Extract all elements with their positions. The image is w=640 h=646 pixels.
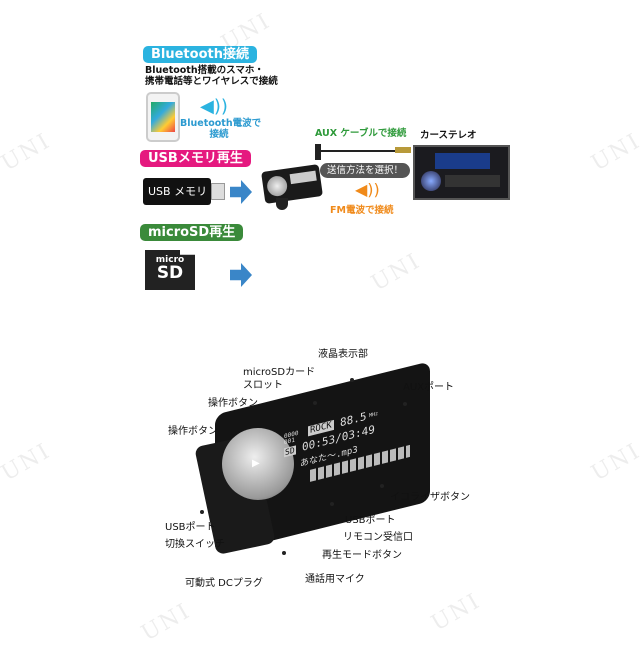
bluetooth-wave-label: Bluetooth電波で <box>180 118 262 129</box>
label-usb-switch: USBポート <box>165 522 216 533</box>
label-mic: 通話用マイク <box>305 574 365 585</box>
aux-plug-icon <box>315 144 321 160</box>
watermark: UNI <box>587 438 640 487</box>
label-sd-slot: microSDカード <box>243 367 316 378</box>
microsd-badge: microSD再生 <box>140 224 244 241</box>
callout-dot <box>313 401 317 405</box>
label-usb-port: USBポート <box>345 515 396 526</box>
label-lcd: 液晶表示部 <box>318 349 368 360</box>
arrow-right-icon <box>230 263 252 287</box>
bluetooth-desc: 携帯電話等とワイヤレスで接続 <box>145 76 278 87</box>
watermark: UNI <box>427 588 486 637</box>
label-remote: リモコン受信口 <box>343 532 413 543</box>
label-sd-slot: スロット <box>243 380 283 391</box>
label-aux-port: AUXポート <box>403 382 455 393</box>
watermark: UNI <box>137 598 196 646</box>
callout-dot <box>200 510 204 514</box>
select-method-pill: 送信方法を選択！ <box>320 163 410 178</box>
dc-plug-icon <box>276 198 288 210</box>
callout-dot <box>282 551 286 555</box>
aux-plug-icon <box>395 147 411 153</box>
watermark: UNI <box>587 128 640 177</box>
aux-cable <box>318 150 404 152</box>
callout-dot <box>350 378 354 382</box>
bluetooth-desc: Bluetooth搭載のスマホ・ <box>145 65 264 76</box>
usb-badge: USBメモリ再生 <box>140 150 251 167</box>
callout-dot <box>330 502 334 506</box>
usb-stick: USB メモリ <box>143 178 211 205</box>
label-dc-plug: 可動式 DCプラグ <box>185 578 263 589</box>
watermark: UNI <box>0 438 56 487</box>
callout-dot <box>403 402 407 406</box>
watermark: UNI <box>0 128 56 177</box>
bluetooth-wave-icon: ◀)) <box>200 96 228 117</box>
aux-label: AUX ケーブルで接続 <box>315 128 407 139</box>
bluetooth-wave-label: 接続 <box>209 129 229 140</box>
bluetooth-badge: Bluetooth接続 <box>143 46 257 63</box>
smartphone-icon <box>146 92 180 142</box>
fm-wave-icon: ◀)) <box>355 180 380 199</box>
label-op-button: 操作ボタン <box>208 398 258 409</box>
label-eq-button: イコライザボタン <box>390 492 470 503</box>
label-play-mode: 再生モードボタン <box>322 550 402 561</box>
transmitter-image <box>261 164 323 204</box>
fm-label: FM電波で接続 <box>330 205 394 216</box>
watermark: UNI <box>367 248 426 297</box>
label-usb-switch: 切換スイッチ <box>165 539 225 550</box>
microsd-card-icon: micro SD <box>145 250 195 290</box>
arrow-right-icon <box>230 180 252 204</box>
callout-dot <box>380 484 384 488</box>
car-stereo-label: カーステレオ <box>420 130 477 141</box>
usb-connector-icon <box>211 183 225 200</box>
car-stereo-image <box>413 145 510 200</box>
control-dial: ▶ <box>222 428 294 500</box>
label-op-button: 操作ボタン <box>168 426 218 437</box>
